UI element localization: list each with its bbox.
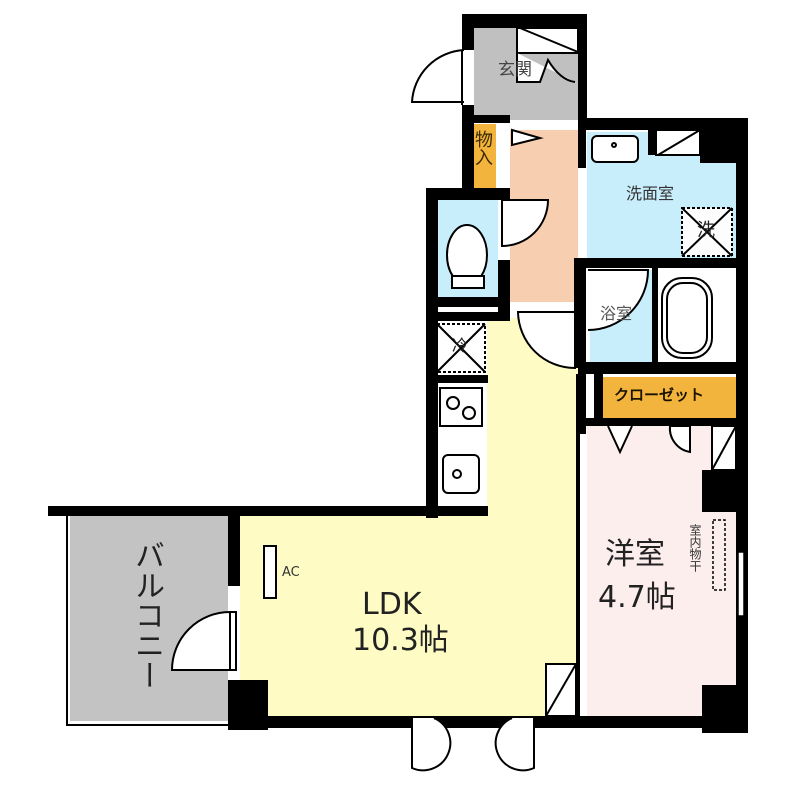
wall xyxy=(426,188,510,200)
ldk-floor-kitchen xyxy=(487,318,580,528)
fridge-label: 冷 xyxy=(452,336,469,355)
washroom-label: 洗面室 xyxy=(626,184,675,203)
wall xyxy=(438,375,488,383)
wall xyxy=(498,260,510,320)
toilet-floor xyxy=(438,200,498,300)
bathroom-label: 浴室 xyxy=(600,304,633,323)
wall xyxy=(576,374,586,434)
closet-floor xyxy=(603,377,736,418)
wall xyxy=(700,118,748,163)
wall xyxy=(438,312,510,321)
wall xyxy=(462,14,586,28)
wall xyxy=(426,188,438,518)
kitchen-counter-area xyxy=(437,385,487,510)
wall xyxy=(462,14,474,50)
wall xyxy=(578,418,748,426)
ldk-floor xyxy=(240,516,580,716)
wall xyxy=(228,716,748,728)
wall xyxy=(652,268,658,364)
bathtub-area xyxy=(658,272,718,362)
wall xyxy=(576,434,580,718)
wall xyxy=(578,258,748,268)
balcony-rail xyxy=(66,516,230,726)
wall xyxy=(474,115,510,123)
wall xyxy=(228,506,240,586)
wall xyxy=(438,297,498,307)
balcony-label: バルコニー xyxy=(129,540,164,690)
indoor-drying-label: 室内物干 xyxy=(688,524,702,572)
wall xyxy=(578,362,748,374)
wall xyxy=(48,506,488,516)
ac-label: AC xyxy=(282,565,300,580)
wall xyxy=(462,105,474,189)
western-room-label: 洋室 xyxy=(605,537,665,572)
ldk-label: LDK xyxy=(362,587,422,622)
wall xyxy=(574,258,586,368)
entrance-label: 玄関 xyxy=(498,60,532,80)
washer-label: 洗 xyxy=(697,220,715,241)
western-room-size: 4.7帖 xyxy=(598,580,676,615)
closet-label: クローゼット xyxy=(614,386,705,404)
wall xyxy=(578,14,587,118)
storage-floor xyxy=(472,124,496,190)
wall xyxy=(594,374,603,422)
wall xyxy=(578,130,586,168)
wall xyxy=(648,130,656,155)
storage-label: 物入 xyxy=(472,130,493,166)
wall xyxy=(702,470,748,512)
hallway-floor xyxy=(510,130,578,302)
ldk-size: 10.3帖 xyxy=(352,623,449,658)
